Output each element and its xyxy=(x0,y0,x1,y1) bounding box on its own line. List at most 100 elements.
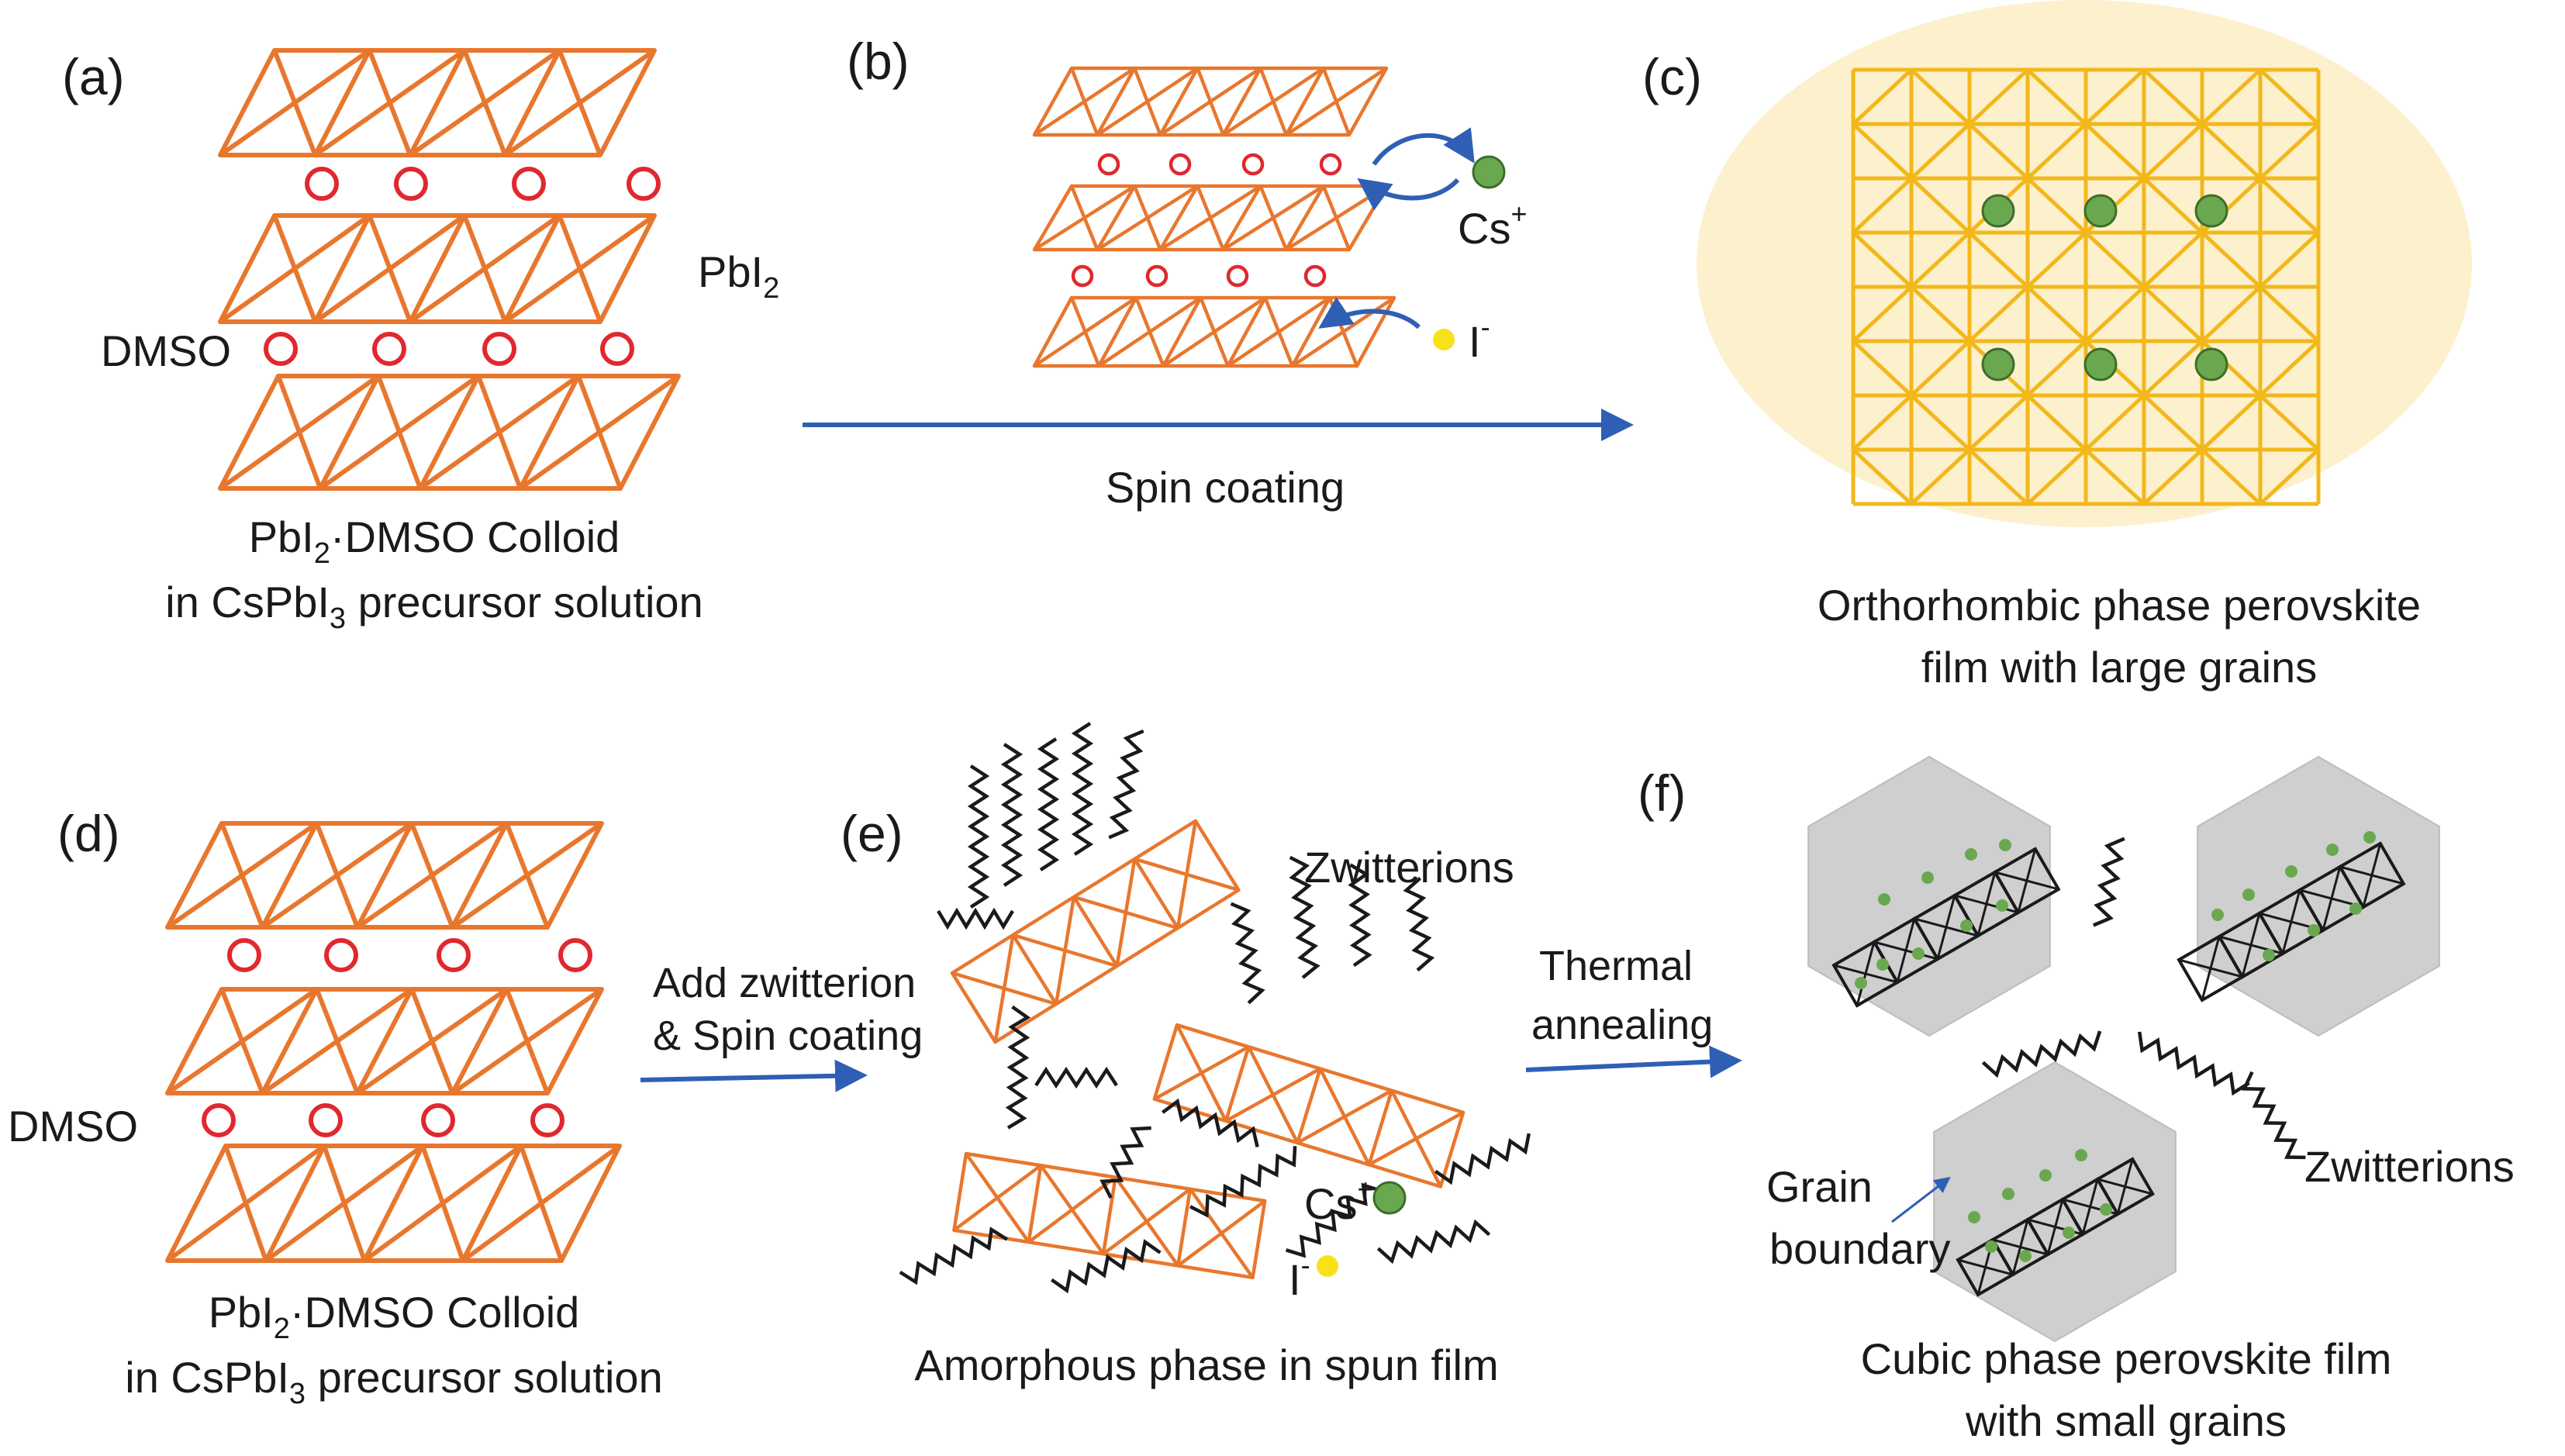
small-grains xyxy=(1807,755,2440,1343)
lattice-diagonal xyxy=(264,1144,424,1263)
cesium-ion xyxy=(1855,977,1867,989)
dmso-molecules xyxy=(202,938,592,1137)
lattice-edge xyxy=(1072,895,1119,968)
add-zwitterion-arrow xyxy=(640,1059,868,1092)
dmso-molecule xyxy=(1303,264,1327,288)
octahedron xyxy=(1851,393,1972,506)
cesium-ion xyxy=(2075,1149,2087,1161)
lattice-edge xyxy=(450,988,509,1095)
iodide-ion xyxy=(1433,329,1455,350)
dmso-molecule xyxy=(324,938,358,972)
dmso-molecule xyxy=(202,1103,236,1137)
spin-coating-label: Spin coating xyxy=(1106,463,1345,512)
lattice-diagonal xyxy=(1291,296,1396,367)
lattice-edge xyxy=(1221,67,1262,136)
zwitterion-chain xyxy=(1289,855,1320,979)
zwitterion-chain xyxy=(1189,1146,1297,1218)
dmso-molecules-small xyxy=(1071,153,1342,288)
zwitterion-chain xyxy=(1005,1005,1031,1130)
cesium-ion xyxy=(1878,893,1890,906)
lattice-edge xyxy=(1101,1177,1117,1254)
lattice-diagonal xyxy=(1176,1199,1266,1268)
dmso-molecule xyxy=(512,167,546,201)
lattice-diagonal xyxy=(313,48,466,157)
zwitterion-chains xyxy=(899,722,1531,1294)
lattice-diagonal xyxy=(1222,185,1325,251)
cesium-ion xyxy=(2308,924,2320,937)
lattice-diagonal xyxy=(451,821,603,930)
cesium-ion xyxy=(1472,155,1506,189)
lattice-diagonal xyxy=(451,987,603,1095)
dmso-molecule xyxy=(482,332,516,366)
lattice-diagonal xyxy=(1368,1110,1465,1167)
lattice-diagonal xyxy=(419,374,580,491)
panel-a-caption-line1: PbI2·DMSO Colloid xyxy=(249,512,620,570)
lattice-edge xyxy=(1296,1068,1322,1144)
lattice-edge xyxy=(260,822,319,929)
lattice-diagonal xyxy=(1102,1187,1192,1256)
cesium-ion xyxy=(2083,347,2118,381)
lattice-edge xyxy=(362,1144,425,1262)
dmso-molecule xyxy=(309,1103,343,1137)
zwitterion-chain xyxy=(2092,837,2125,927)
cesium-ion xyxy=(2194,194,2228,228)
dmso-molecule xyxy=(437,938,471,972)
lattice-edge xyxy=(1284,185,1325,251)
lattice-diagonal xyxy=(1096,185,1199,251)
lattice-diagonal xyxy=(1296,1089,1393,1145)
add-zwitterion-label-line1: Add zwitterion xyxy=(653,960,916,1006)
lattice-edge xyxy=(450,822,509,929)
panel-d-label: (d) xyxy=(57,805,120,862)
zwitterion-chain xyxy=(1162,1098,1259,1147)
add-zwitterion-label-line2: & Spin coating xyxy=(653,1013,923,1059)
dmso-molecule xyxy=(1071,264,1094,288)
panel-b: (b) Cs+ I- Spin coating xyxy=(803,33,1634,512)
lattice-fragment xyxy=(1152,1023,1465,1189)
cubic-unit xyxy=(2095,1157,2155,1216)
panel-e-label: (e) xyxy=(841,805,903,862)
lattice-edge xyxy=(1162,296,1203,367)
lattice-diagonal xyxy=(166,1144,326,1263)
cubic-diagonal xyxy=(2201,936,2221,1001)
grain-boundary-label-line1: Grain xyxy=(1766,1162,1873,1211)
lattice-diagonal xyxy=(1033,185,1136,251)
cesium-sites xyxy=(1981,194,2228,381)
lattice-edge xyxy=(1027,1164,1043,1243)
lattice-diagonal xyxy=(503,48,656,157)
lattice-edge xyxy=(260,988,319,1095)
lattice-edge xyxy=(1176,1189,1193,1266)
zwitterion-chain xyxy=(1981,1030,2102,1078)
dmso-molecule xyxy=(372,332,406,366)
dmso-molecule xyxy=(421,1103,455,1137)
lattice-diagonal xyxy=(219,48,371,157)
lattice-edge xyxy=(355,822,414,929)
grain-boundary-label-line2: boundary xyxy=(1769,1224,1951,1273)
lattice-edge xyxy=(355,988,414,1095)
zwitterions-label: Zwitterions xyxy=(2304,1142,2515,1191)
cubic-diagonal xyxy=(2017,848,2037,913)
dmso-molecule xyxy=(600,332,634,366)
panel-e-caption: Amorphous phase in spun film xyxy=(914,1340,1498,1389)
cesium-ion xyxy=(1981,347,2015,381)
lattice-diagonal xyxy=(1027,1175,1117,1244)
cesium-ion xyxy=(2002,1188,2014,1200)
lattice-edge xyxy=(1097,296,1138,367)
lattice-diagonal xyxy=(1162,296,1266,367)
zwitterion-chain xyxy=(899,1227,1008,1285)
dmso-molecule xyxy=(394,167,428,201)
lattice-diagonal xyxy=(1159,67,1262,136)
lattice-diagonal xyxy=(1159,185,1262,251)
lattice-diagonal xyxy=(1096,67,1199,136)
panel-a: (a) PbI2 DMSO PbI2·DMSO Colloid in CsPbI… xyxy=(62,48,779,635)
octahedron xyxy=(2200,393,2321,506)
cubic-diagonal xyxy=(2116,1158,2134,1215)
dmso-release-arrow xyxy=(1357,178,1460,211)
panel-a-caption-line2: in CsPbI3 precursor solution xyxy=(165,578,703,635)
lattice-diagonal xyxy=(1175,820,1197,929)
iodide-insertion-arrow xyxy=(1318,297,1421,329)
lattice-diagonal xyxy=(503,213,656,324)
cesium-ion xyxy=(2363,831,2376,844)
panel-b-label: (b) xyxy=(847,33,910,90)
cesium-ion xyxy=(2039,1169,2052,1182)
zwitterion-chain xyxy=(1376,1219,1491,1265)
